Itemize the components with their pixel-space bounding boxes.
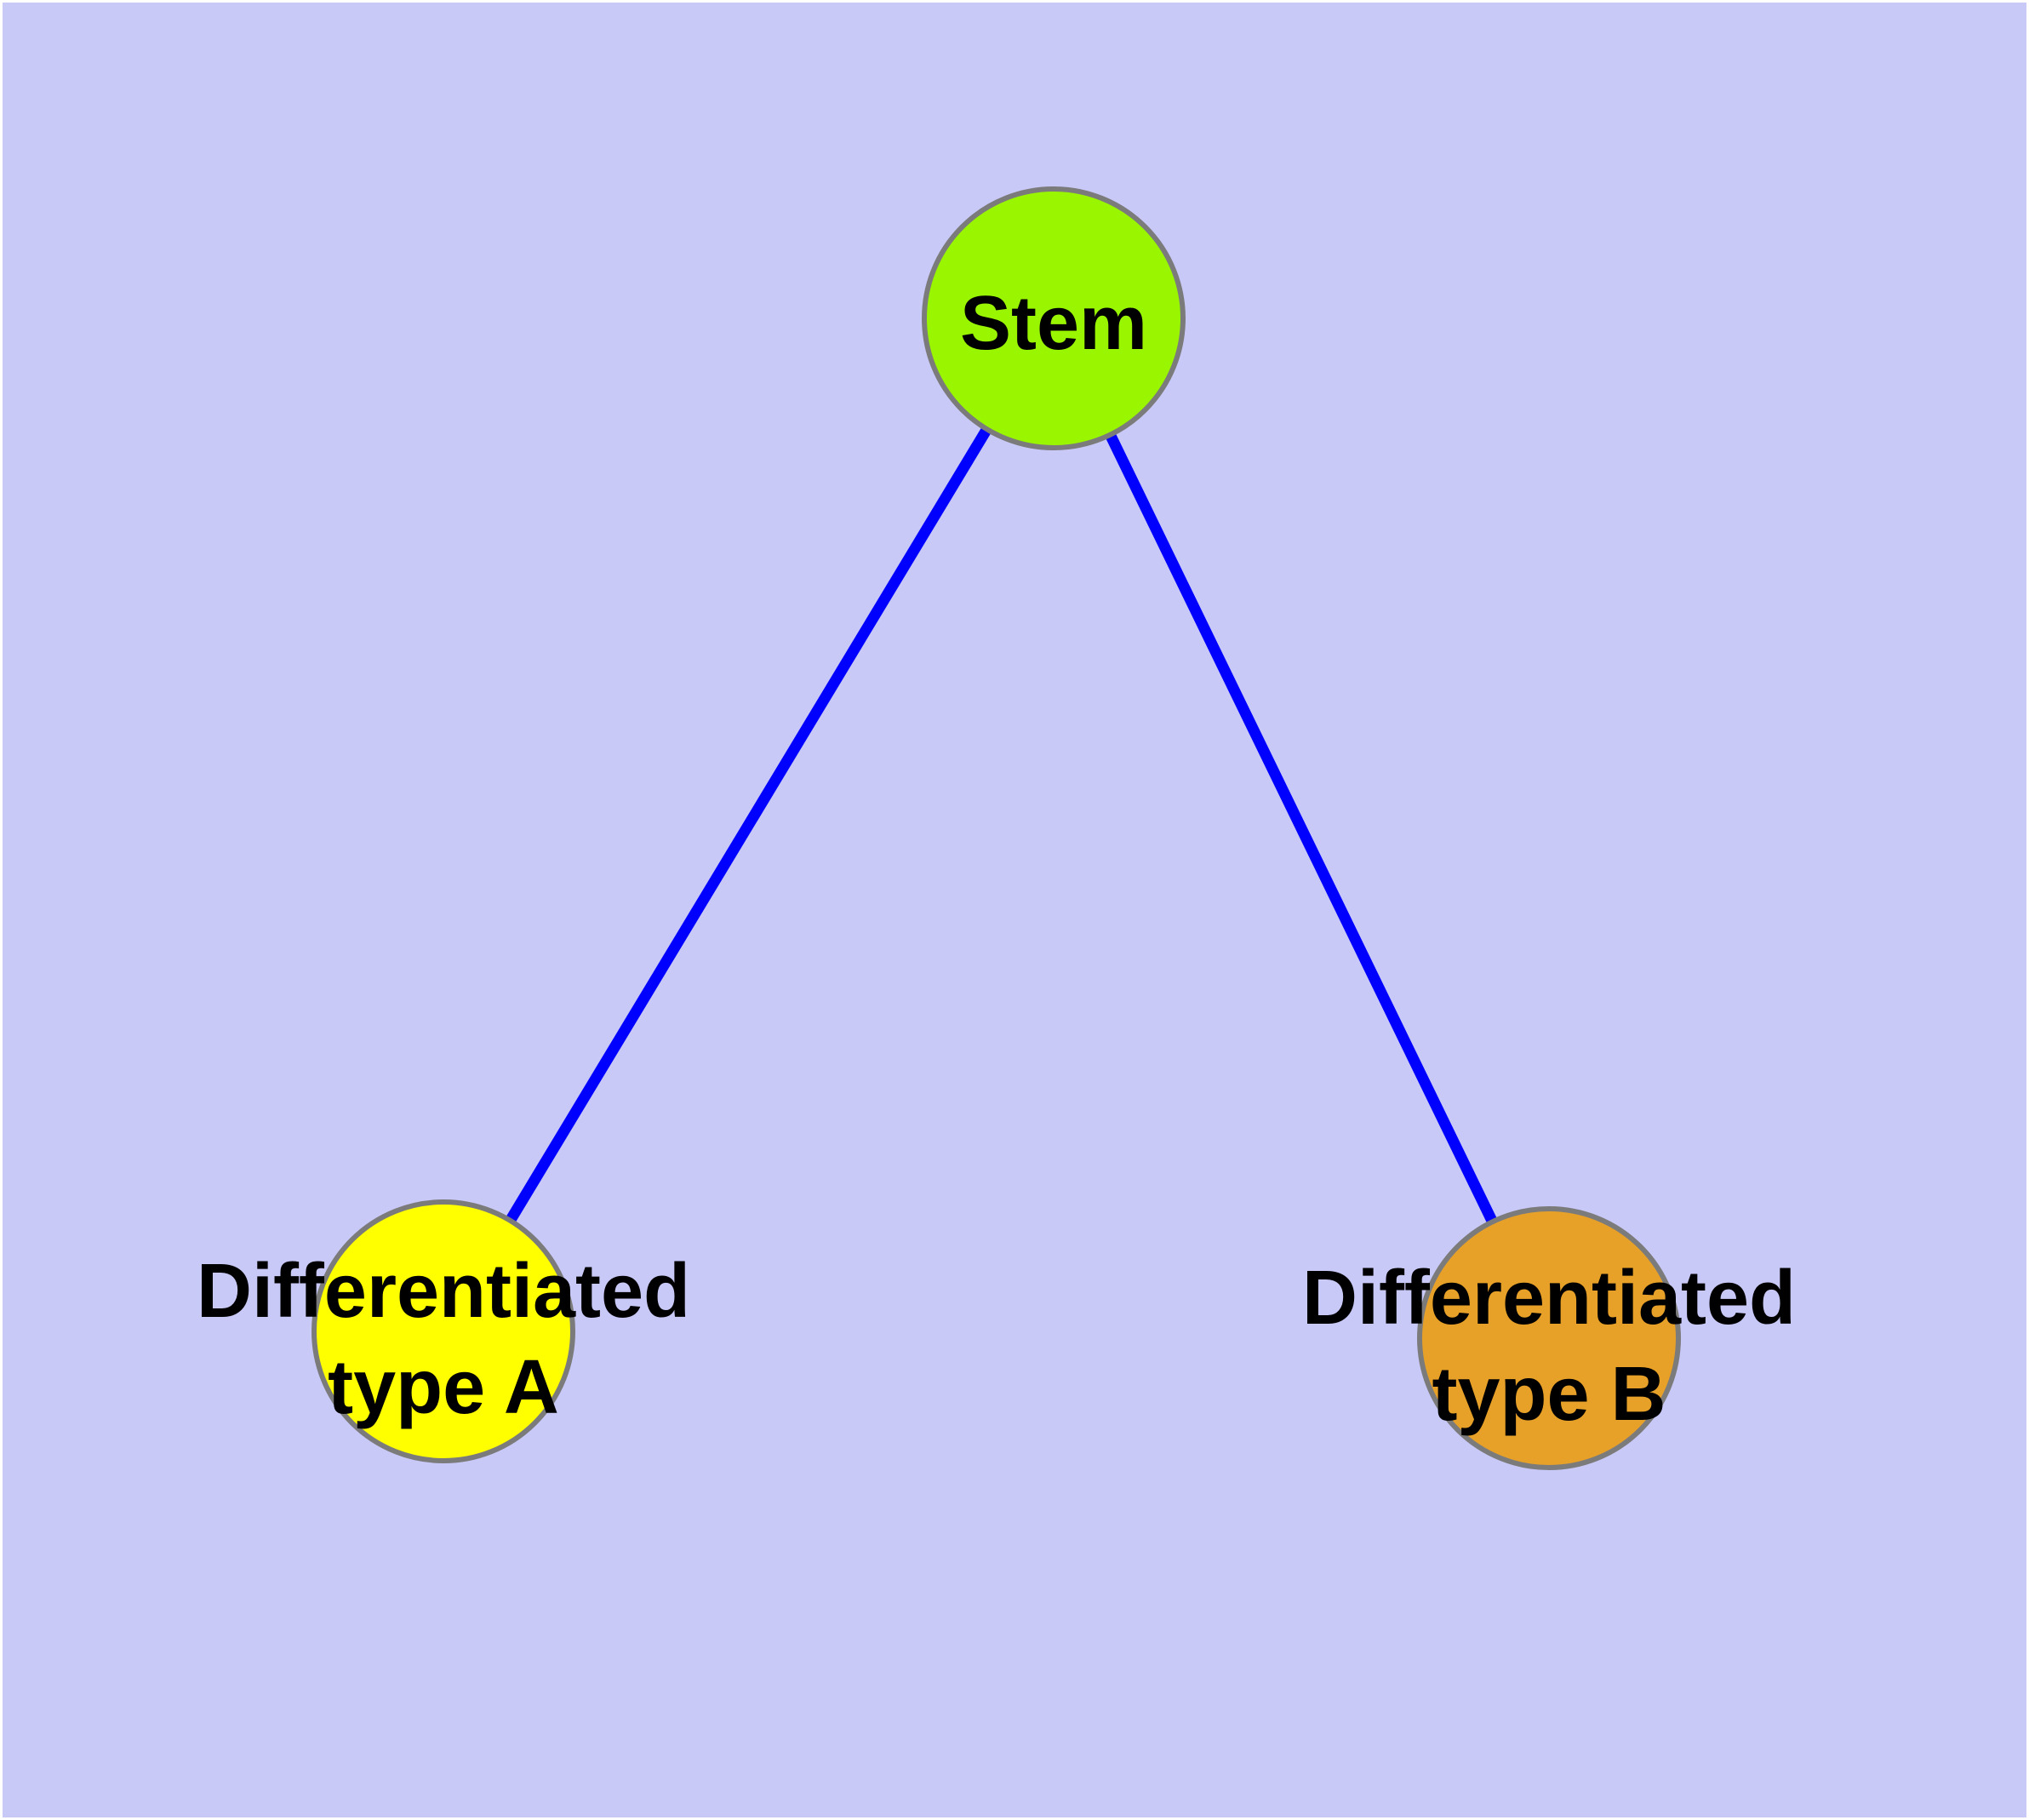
node-label-type-b-line2: type B	[1432, 1352, 1666, 1437]
node-differentiated-type-a	[311, 1199, 575, 1463]
node-label-stem: Stem	[960, 281, 1147, 366]
edge-stem-to-type-a	[438, 315, 1059, 1335]
node-label-type-a-line1: Differentiated	[197, 1249, 690, 1334]
node-differentiated-type-b	[1417, 1206, 1681, 1470]
node-stem	[922, 186, 1186, 450]
edge-stem-to-type-b	[1049, 316, 1554, 1341]
node-label-type-a-line2: type A	[328, 1345, 559, 1430]
node-label-type-b-line1: Differentiated	[1302, 1256, 1796, 1341]
